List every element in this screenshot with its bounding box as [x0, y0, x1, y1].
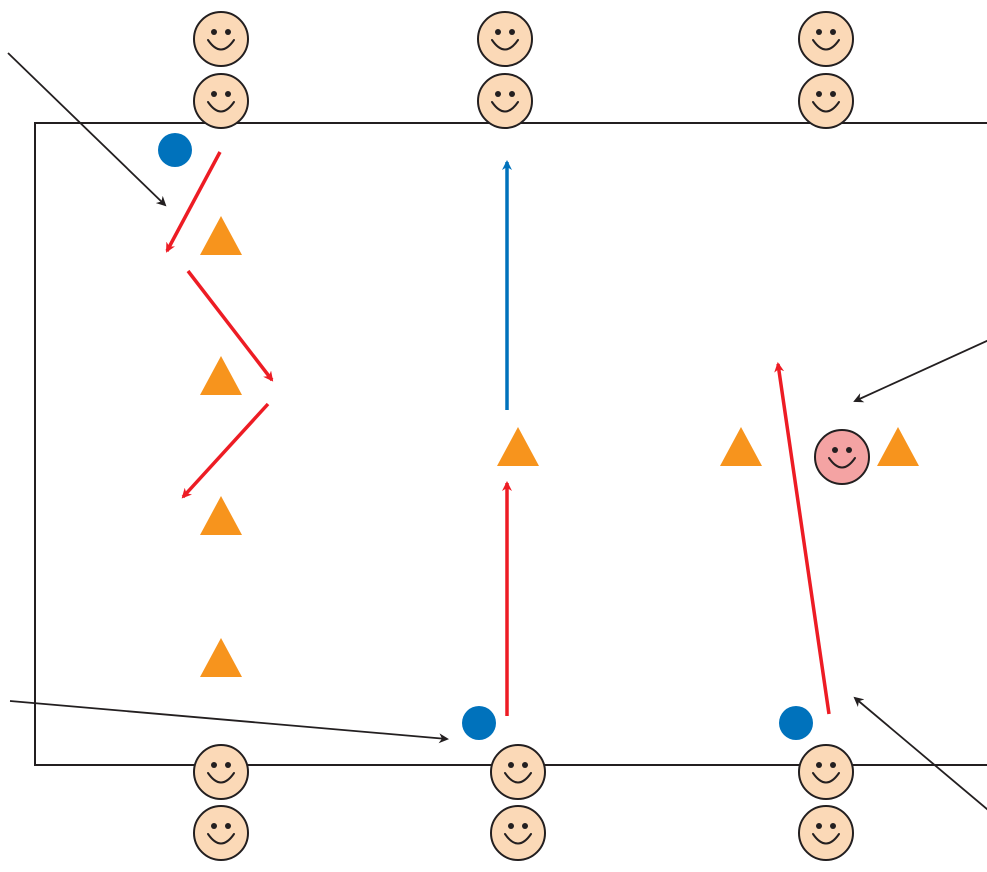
player-smiley-icon	[193, 744, 249, 800]
cone-triangle-icon	[200, 496, 242, 535]
defender-smiley-icon	[814, 429, 870, 485]
player-smiley-icon	[798, 11, 854, 67]
cone-triangle-icon	[497, 427, 539, 466]
cone-triangle-icon	[200, 356, 242, 395]
dribble-arrow-icon	[186, 269, 274, 382]
dribble-arrow-icon	[165, 151, 222, 253]
player-smiley-icon	[193, 11, 249, 67]
player-smiley-icon	[798, 73, 854, 129]
pointer-arrow-icon	[7, 52, 167, 207]
pointer-arrow-icon	[853, 696, 987, 811]
ball-icon	[462, 706, 496, 740]
ball-icon	[779, 706, 813, 740]
pointer-arrow-icon	[853, 339, 987, 403]
player-smiley-icon	[477, 11, 533, 67]
cone-triangle-icon	[200, 216, 242, 255]
pointer-arrow-icon	[9, 700, 449, 744]
dribble-arrow-icon	[774, 362, 831, 715]
player-smiley-icon	[798, 744, 854, 800]
dribble-arrow-icon	[181, 402, 270, 499]
cone-triangle-icon	[200, 638, 242, 677]
cone-triangle-icon	[720, 427, 762, 466]
player-smiley-icon	[798, 805, 854, 861]
cone-triangle-icon	[877, 427, 919, 466]
ball-icon	[158, 133, 192, 167]
player-smiley-icon	[490, 744, 546, 800]
player-smiley-icon	[193, 73, 249, 129]
player-smiley-icon	[477, 73, 533, 129]
player-smiley-icon	[193, 805, 249, 861]
player-smiley-icon	[490, 805, 546, 861]
